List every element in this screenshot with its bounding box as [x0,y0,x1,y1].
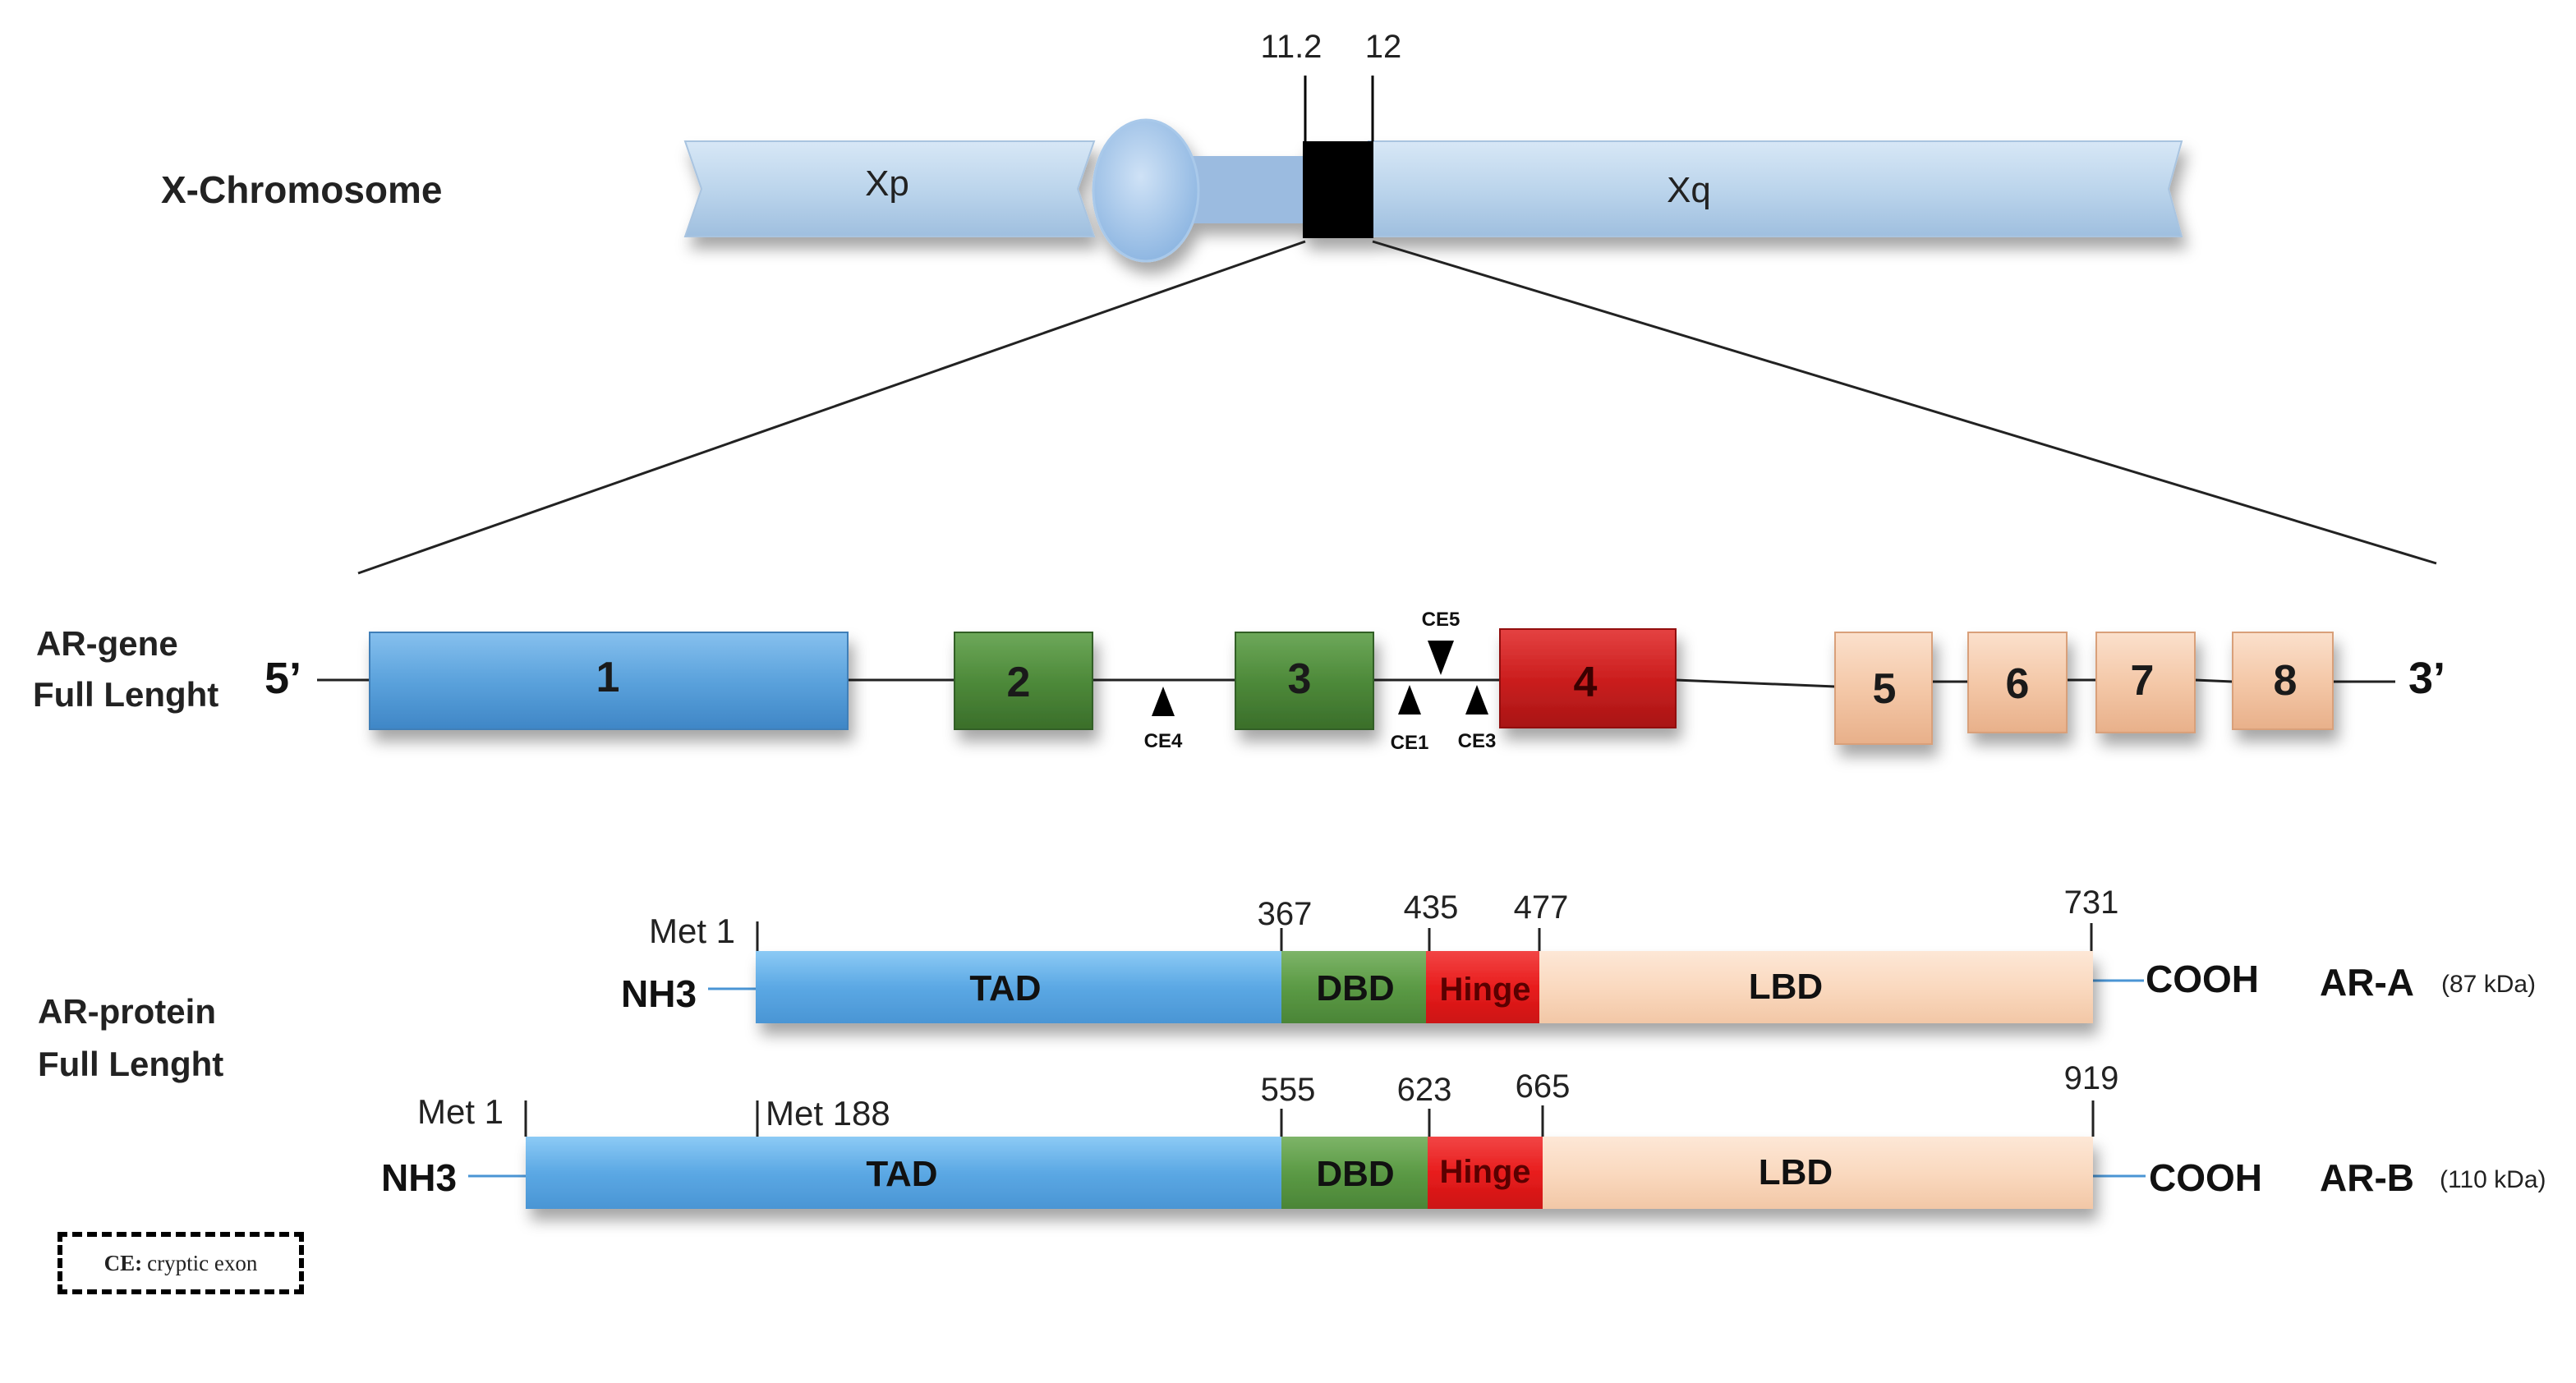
ar-a-dbd-domain [1281,951,1426,1023]
ar-b-lbd-domain [1543,1137,2093,1209]
exon-1 [369,632,849,730]
exon-5-label: 5 [1873,665,1897,713]
ar-b-n-term: NH3 [381,1156,457,1199]
ce1-label: CE1 [1391,732,1429,754]
exon-labels: 1 2 3 4 5 6 7 8 [596,654,2298,713]
ce4-label: CE4 [1144,730,1183,752]
ar-a-dbd-label: DBD [1316,968,1394,1009]
ar-a-hinge-label: Hinge [1439,972,1530,1008]
ar-a-mass: (87 kDa) [2441,971,2536,998]
ar-b-mass: (110 kDa) [2440,1166,2546,1193]
arm-p-label: Xp [865,163,909,204]
exon-6-label: 6 [2006,660,2030,708]
ce3-label: CE3 [1458,730,1497,752]
exon-3 [1235,632,1374,730]
exon-8-label: 8 [2274,657,2298,705]
zoom-line-right [1372,240,2437,565]
ar-b-dbd-label: DBD [1316,1154,1394,1194]
isoform-a: TAD DBD Hinge LBD Met 1 367 435 477 731 … [621,884,2536,1023]
ar-a-pos-731: 731 [2064,884,2119,921]
ar-a-tad-label: TAD [969,968,1041,1009]
exon-6 [1967,632,2068,733]
ce1-marker [1398,685,1421,714]
chromosome-body [683,118,2183,263]
ar-b-bar [526,1137,2093,1209]
ar-a-n-term: NH3 [621,972,697,1015]
zoom-line-left [357,240,1306,575]
ar-b-dbd-domain [1281,1137,1428,1209]
chromosome-title: X-Chromosome [161,168,442,211]
ar-b-hinge-domain [1428,1137,1543,1209]
ar-a-tad-domain [756,951,1281,1023]
ar-a-ticks [756,921,2093,951]
exon-4 [1499,628,1677,728]
pericentric-region [1191,156,1314,223]
ar-a-pos-435: 435 [1404,889,1459,926]
exon-5 [1834,632,1933,745]
ar-b-name: AR-B [2320,1156,2414,1199]
ar-a-bar [756,951,2093,1023]
ar-a-start-label: Met 1 [649,912,735,950]
ar-a-c-term: COOH [2146,958,2259,1000]
three-prime-label: 3’ [2408,654,2445,703]
ar-a-lbd-label: LBD [1749,967,1823,1007]
exon-3-label: 3 [1288,655,1312,703]
exon-1-label: 1 [596,654,620,701]
legend-box: CE: cryptic exon [58,1232,304,1294]
gene-backbone [317,678,2395,688]
centromere [1092,118,1200,263]
ar-a-pos-367: 367 [1258,896,1313,932]
ar-b-pos-919: 919 [2064,1060,2119,1096]
ce5-marker [1428,641,1454,675]
ar-b-pos-623: 623 [1397,1072,1452,1108]
arm-p [683,140,1096,237]
ar-b-alt-start-label: Met 188 [766,1094,890,1133]
ar-b-c-term: COOH [2149,1156,2262,1199]
protein-label-line2: Full Lenght [38,1045,223,1083]
ce5-label: CE5 [1422,609,1460,631]
protein-label-line1: AR-protein [38,992,216,1031]
arm-q [1368,140,2183,237]
ar-a-hinge-domain [1426,951,1539,1023]
ar-a-pos-477: 477 [1514,889,1569,926]
ar-b-pos-665: 665 [1516,1068,1571,1105]
ar-b-tad-label: TAD [866,1154,937,1194]
ar-b-hinge-label: Hinge [1439,1154,1530,1190]
exon-8 [2232,632,2334,730]
exon-7 [2095,632,2196,733]
exon-4-label: 4 [1574,659,1598,706]
ce4-marker [1152,687,1175,716]
exon-2 [954,632,1093,730]
legend-abbr: CE: [104,1250,143,1275]
ar-b-lbd-label: LBD [1759,1152,1833,1192]
exon-group [369,628,2334,745]
exon-2-label: 2 [1007,659,1031,706]
ar-b-pos-555: 555 [1261,1072,1316,1108]
ar-b-start-label: Met 1 [417,1092,504,1131]
ar-a-name: AR-A [2320,961,2414,1004]
legend-text: cryptic exon [147,1250,258,1275]
gene-label-line1: AR-gene [36,624,178,663]
ar-b-ticks [524,1100,2095,1137]
ce3-marker [1465,685,1488,714]
ar-b-tad-domain [526,1137,1281,1209]
exon-7-label: 7 [2131,657,2155,705]
gene-label-line2: Full Lenght [33,675,218,714]
arm-q-label: Xq [1667,170,1711,210]
ar-a-lbd-domain [1539,951,2093,1023]
band-label-end: 12 [1365,29,1402,65]
five-prime-label: 5’ [264,654,301,703]
band-label-start: 11.2 [1261,29,1322,65]
band-q11-12 [1303,141,1373,238]
isoform-b: TAD DBD Hinge LBD Met 1 Met 188 555 623 … [381,1060,2546,1209]
